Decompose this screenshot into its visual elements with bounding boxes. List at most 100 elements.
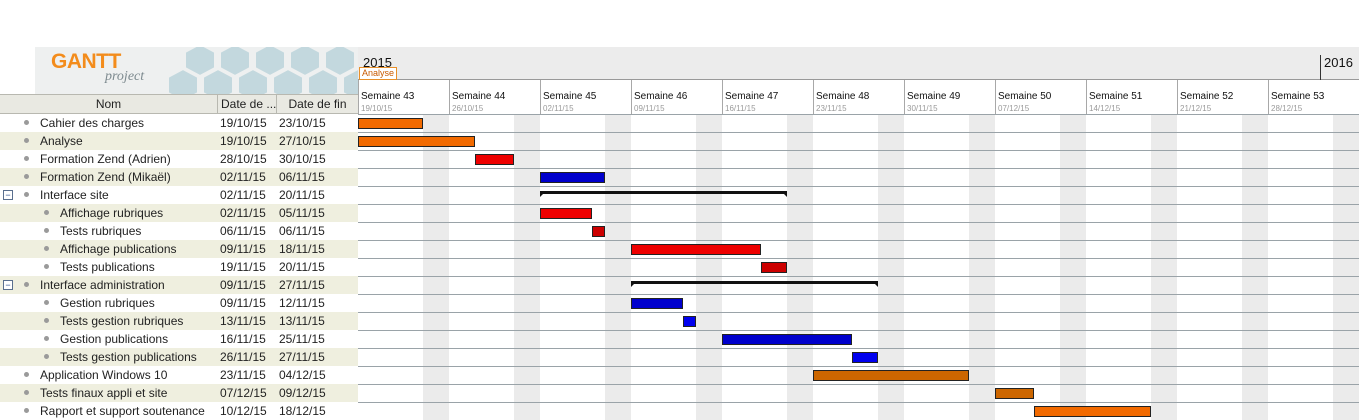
milestone-label[interactable]: Analyse — [359, 67, 398, 80]
task-bar[interactable] — [358, 136, 475, 147]
task-row[interactable]: Gestion rubriques 09/11/15 12/11/15 — [0, 294, 358, 312]
task-bar[interactable] — [631, 298, 683, 309]
week-label: Semaine 49 — [907, 91, 961, 102]
week-label: Semaine 44 — [452, 91, 506, 102]
project-logo-text: project — [105, 69, 145, 84]
task-start-date: 19/11/15 — [220, 260, 266, 274]
task-row[interactable]: Application Windows 10 23/11/15 04/12/15 — [0, 366, 358, 384]
task-end-date: 30/10/15 — [279, 152, 326, 166]
row-gridline — [358, 258, 1359, 259]
task-bar[interactable] — [761, 262, 787, 273]
weekend-shade — [787, 114, 813, 420]
column-header-name[interactable]: Nom — [0, 95, 218, 113]
task-name: Interface site — [40, 188, 109, 202]
task-start-date: 26/11/15 — [220, 350, 266, 364]
weekend-shade — [696, 114, 722, 420]
column-header-end[interactable]: Date de fin — [288, 97, 347, 111]
task-name: Cahier des charges — [40, 116, 145, 130]
week-column-header: Semaine 49 30/11/15 — [904, 80, 995, 114]
task-end-date: 06/11/15 — [279, 170, 325, 184]
row-gridline — [358, 240, 1359, 241]
row-gridline — [358, 222, 1359, 223]
row-gridline — [358, 402, 1359, 403]
task-name: Gestion rubriques — [60, 296, 155, 310]
task-bar[interactable] — [813, 370, 969, 381]
week-label: Semaine 46 — [634, 91, 688, 102]
week-label: Semaine 51 — [1089, 91, 1143, 102]
task-bullet-icon — [24, 156, 29, 161]
week-column-header: Semaine 51 14/12/15 — [1086, 80, 1177, 114]
task-bar[interactable] — [475, 154, 514, 165]
summary-bar[interactable] — [540, 191, 787, 199]
task-bar[interactable] — [540, 172, 605, 183]
weekend-shade — [1060, 114, 1086, 420]
task-name: Gestion publications — [60, 332, 169, 346]
task-bar[interactable] — [722, 334, 852, 345]
collapse-toggle-icon[interactable]: − — [3, 280, 13, 290]
week-label: Semaine 45 — [543, 91, 597, 102]
week-label: Semaine 43 — [361, 91, 415, 102]
task-end-date: 27/11/15 — [279, 278, 325, 292]
task-bar[interactable] — [540, 208, 592, 219]
task-bullet-icon — [24, 138, 29, 143]
week-date: 14/12/15 — [1089, 104, 1121, 113]
week-label: Semaine 47 — [725, 91, 779, 102]
task-name: Tests gestion publications — [60, 350, 197, 364]
weekend-shade — [423, 114, 449, 420]
task-start-date: 09/11/15 — [220, 296, 266, 310]
task-bar[interactable] — [631, 244, 761, 255]
task-bullet-icon — [44, 246, 49, 251]
task-end-date: 12/11/15 — [279, 296, 325, 310]
task-start-date: 28/10/15 — [220, 152, 267, 166]
task-name: Application Windows 10 — [40, 368, 168, 382]
week-label: Semaine 52 — [1180, 91, 1234, 102]
task-bullet-icon — [44, 300, 49, 305]
task-start-date: 06/11/15 — [220, 224, 266, 238]
task-name: Interface administration — [40, 278, 165, 292]
week-date: 30/11/15 — [907, 104, 938, 113]
summary-bar[interactable] — [631, 281, 878, 289]
year-label-2015: 2015 — [363, 55, 392, 70]
task-bar[interactable] — [1034, 406, 1151, 417]
task-end-date: 04/12/15 — [279, 368, 326, 382]
task-bar[interactable] — [358, 118, 423, 129]
weekend-shade — [514, 114, 540, 420]
task-bar[interactable] — [852, 352, 878, 363]
year-header: 2015 2016 Analyse — [358, 47, 1359, 80]
collapse-toggle-icon[interactable]: − — [3, 190, 13, 200]
row-gridline — [358, 312, 1359, 313]
gantt-logo-text: GANTT — [51, 50, 121, 73]
task-name: Tests gestion rubriques — [60, 314, 184, 328]
task-bullet-icon — [44, 354, 49, 359]
column-header-start[interactable]: Date de ... — [218, 95, 277, 113]
weekend-shade — [1333, 114, 1359, 420]
task-bar[interactable] — [592, 226, 605, 237]
task-bar[interactable] — [995, 388, 1034, 399]
task-name: Rapport et support soutenance — [40, 404, 205, 418]
task-bar[interactable] — [683, 316, 696, 327]
weekend-shade — [878, 114, 904, 420]
task-bullet-icon — [24, 372, 29, 377]
week-label: Semaine 50 — [998, 91, 1052, 102]
task-start-date: 23/11/15 — [220, 368, 266, 382]
task-bullet-icon — [44, 336, 49, 341]
